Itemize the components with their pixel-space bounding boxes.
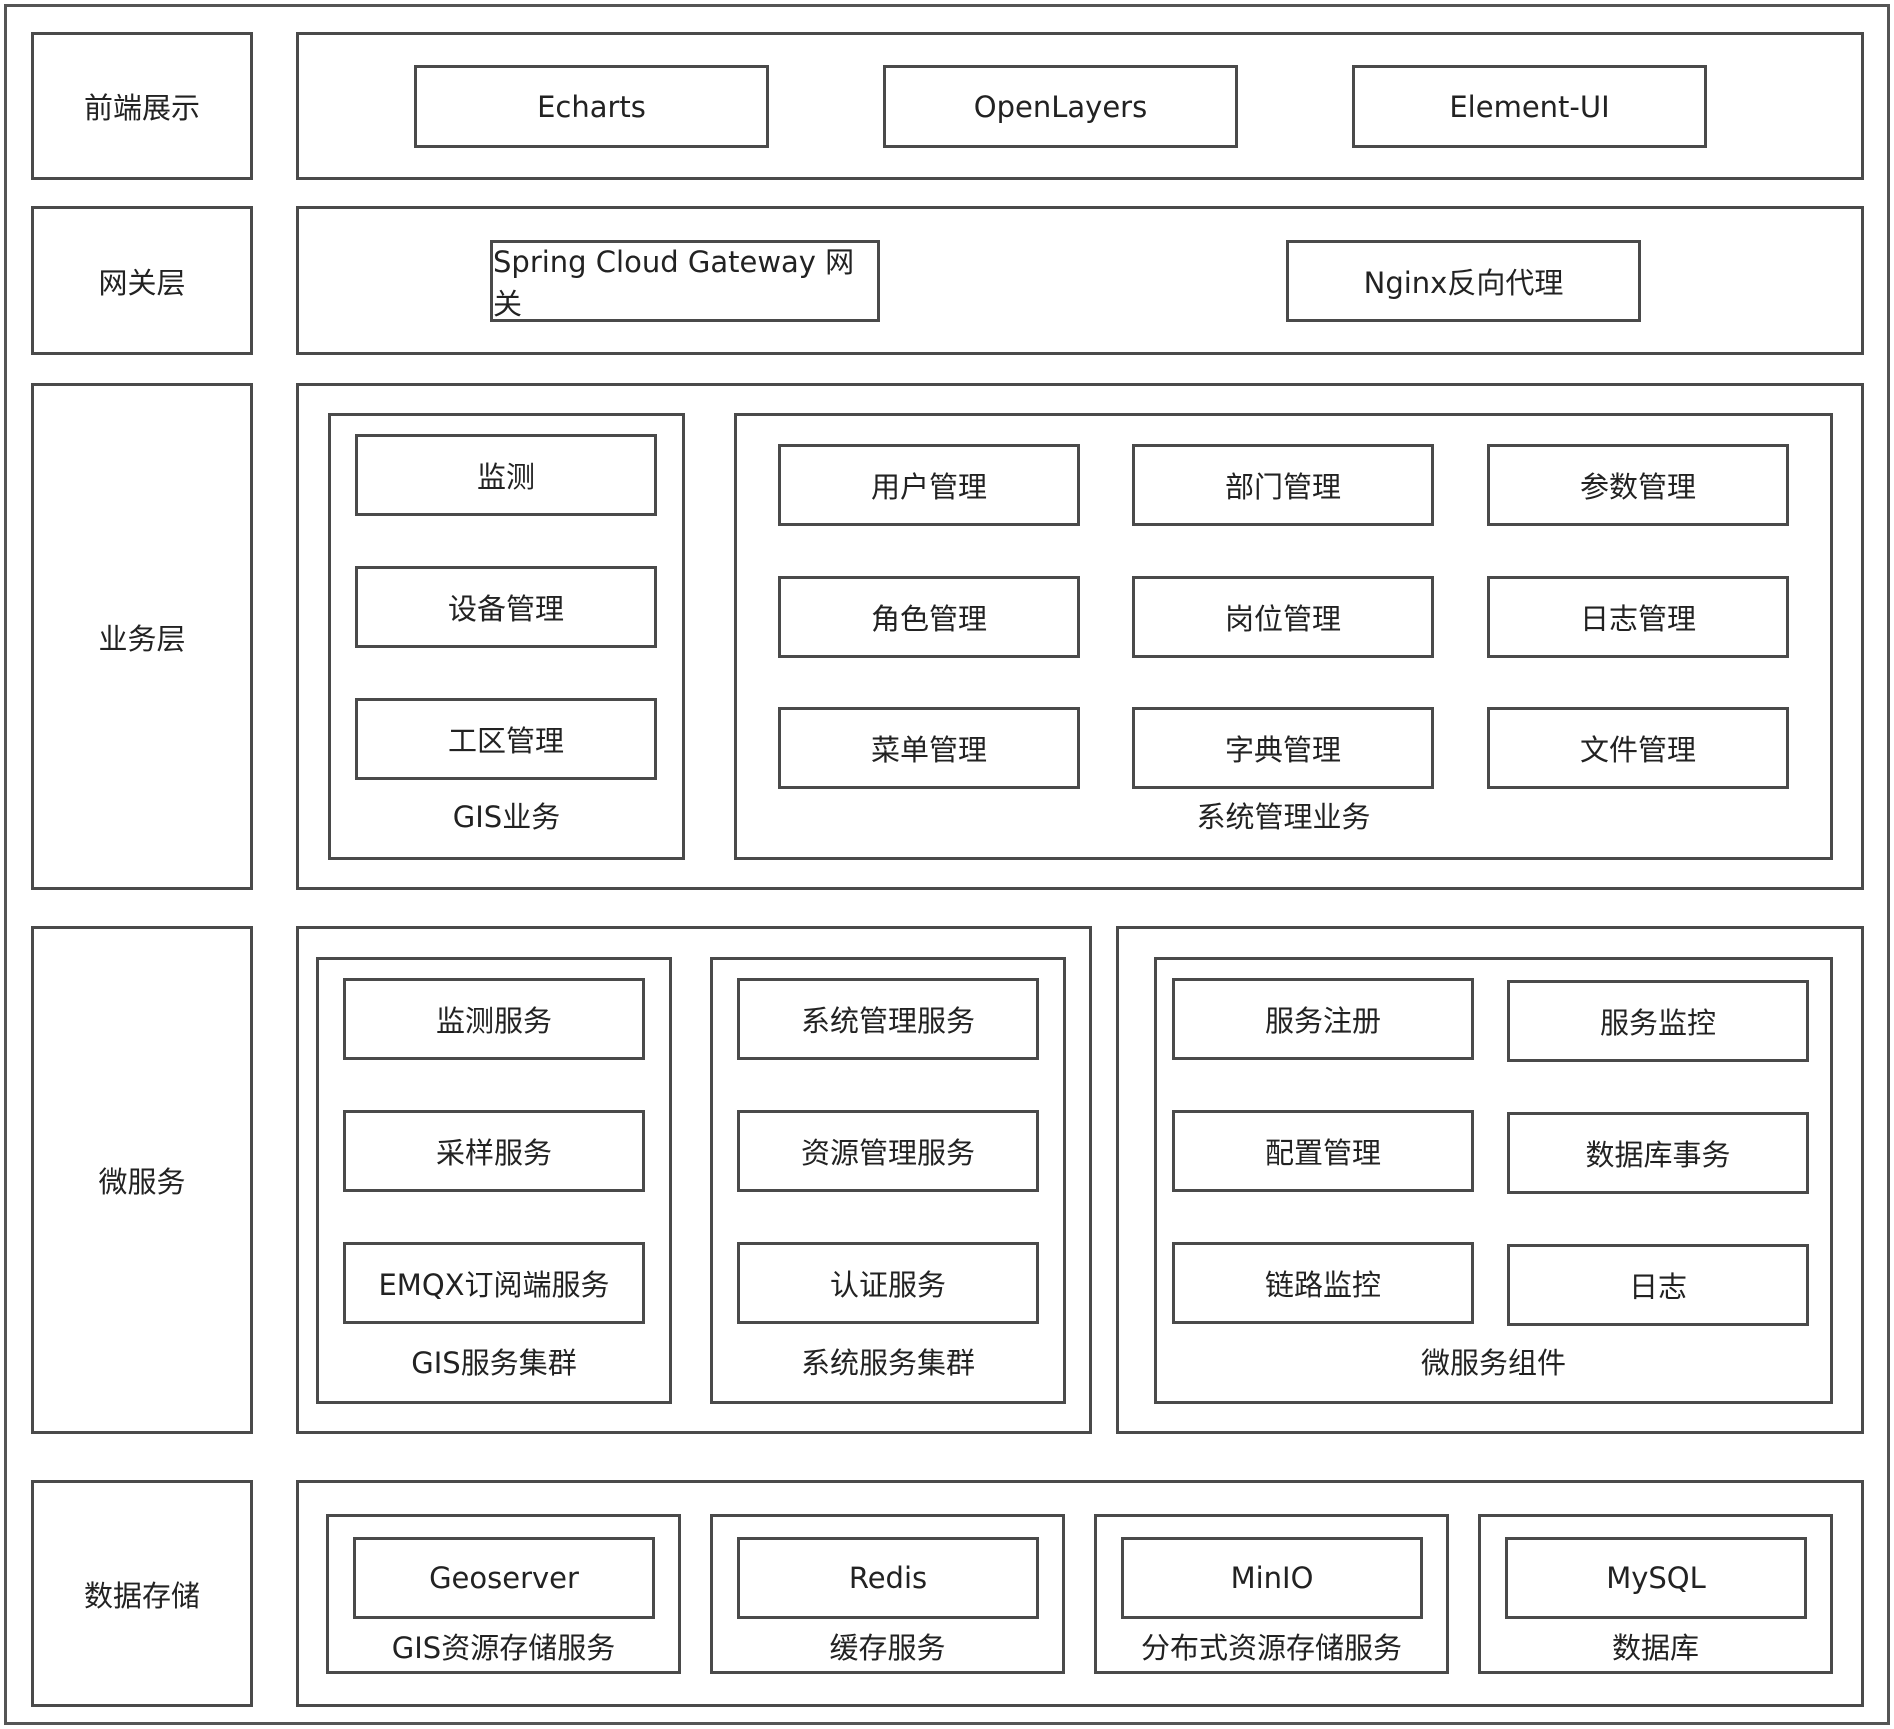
comp-registry: 服务注册 xyxy=(1172,978,1474,1060)
storage-item-redis: Redis xyxy=(737,1537,1039,1619)
gis-item-device: 设备管理 xyxy=(355,566,657,648)
storage-title-geoserver: GIS资源存储服务 xyxy=(391,1631,616,1665)
gis-svc-emqx: EMQX订阅端服务 xyxy=(343,1242,645,1324)
storage-title-redis: 缓存服务 xyxy=(829,1631,946,1665)
gateway-spring-cloud: Spring Cloud Gateway 网关 xyxy=(490,240,880,322)
gis-item-monitor: 监测 xyxy=(355,434,657,516)
comp-tracing: 链路监控 xyxy=(1172,1242,1474,1324)
sys-item-log: 日志管理 xyxy=(1487,576,1789,658)
gateway-nginx: Nginx反向代理 xyxy=(1286,240,1641,322)
gis-item-workarea: 工区管理 xyxy=(355,698,657,780)
sys-item-dict: 字典管理 xyxy=(1132,707,1434,789)
layer-label-storage: 数据存储 xyxy=(31,1480,253,1707)
storage-title-mysql: 数据库 xyxy=(1611,1631,1699,1665)
sys-item-user: 用户管理 xyxy=(778,444,1080,526)
sys-cluster-title: 系统服务集群 xyxy=(800,1346,975,1380)
comp-log: 日志 xyxy=(1507,1244,1809,1326)
layer-label-gateway: 网关层 xyxy=(31,206,253,355)
layer-label-frontend: 前端展示 xyxy=(31,32,253,180)
gis-cluster-title: GIS服务集群 xyxy=(411,1346,577,1380)
frontend-openlayers: OpenLayers xyxy=(883,65,1238,148)
components-title: 微服务组件 xyxy=(1420,1346,1566,1380)
sys-svc-management: 系统管理服务 xyxy=(737,978,1039,1060)
sys-item-file: 文件管理 xyxy=(1487,707,1789,789)
sys-svc-auth: 认证服务 xyxy=(737,1242,1039,1324)
layer-label-text: 前端展示 xyxy=(83,91,200,125)
frontend-echarts: Echarts xyxy=(414,65,769,148)
storage-item-mysql: MySQL xyxy=(1505,1537,1807,1619)
system-business-title: 系统管理业务 xyxy=(1196,800,1371,834)
gis-svc-sampling: 采样服务 xyxy=(343,1110,645,1192)
layer-label-microservice: 微服务 xyxy=(31,926,253,1434)
storage-item-geoserver: Geoserver xyxy=(353,1537,655,1619)
comp-db-transaction: 数据库事务 xyxy=(1507,1112,1809,1194)
comp-config: 配置管理 xyxy=(1172,1110,1474,1192)
comp-monitor: 服务监控 xyxy=(1507,980,1809,1062)
gis-business-title: GIS业务 xyxy=(452,800,561,834)
sys-item-post: 岗位管理 xyxy=(1132,576,1434,658)
storage-title-minio: 分布式资源存储服务 xyxy=(1140,1631,1402,1665)
sys-item-menu: 菜单管理 xyxy=(778,707,1080,789)
layer-label-business: 业务层 xyxy=(31,383,253,890)
sys-item-role: 角色管理 xyxy=(778,576,1080,658)
sys-item-dept: 部门管理 xyxy=(1132,444,1434,526)
gis-svc-monitor: 监测服务 xyxy=(343,978,645,1060)
frontend-element-ui: Element-UI xyxy=(1352,65,1707,148)
sys-item-param: 参数管理 xyxy=(1487,444,1789,526)
sys-svc-resource: 资源管理服务 xyxy=(737,1110,1039,1192)
storage-item-minio: MinIO xyxy=(1121,1537,1423,1619)
